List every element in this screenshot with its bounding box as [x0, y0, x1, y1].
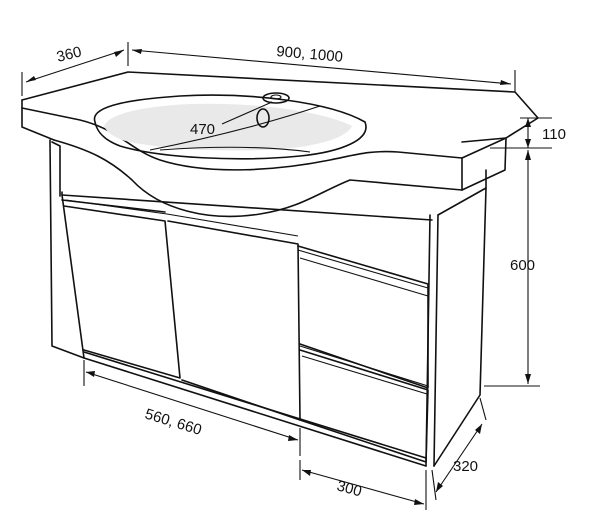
label-width-top: 900, 1000	[276, 43, 344, 66]
label-door-width: 560, 660	[143, 406, 204, 439]
label-cabinet-depth: 320	[453, 458, 478, 475]
dim-cabinet-height-line	[484, 147, 540, 387]
label-basin-height: 110	[542, 126, 566, 143]
label-basin-width: 470	[190, 121, 215, 138]
label-depth-top: 360	[55, 43, 83, 66]
dim-depth-top-line	[21, 42, 129, 96]
upper-drawer	[297, 245, 429, 389]
dim-drawer-width-line	[299, 460, 427, 510]
right-door	[166, 213, 301, 421]
basin-top	[21, 71, 539, 218]
dim-basin-leader	[221, 101, 273, 125]
dim-width-top-line	[131, 49, 516, 92]
cabinet-body	[49, 139, 487, 467]
label-drawer-width: 300	[335, 477, 364, 500]
lower-drawer	[299, 345, 429, 463]
left-door	[63, 199, 181, 379]
dim-cabinet-depth-line	[431, 397, 487, 501]
dim-door-width-line	[83, 360, 301, 456]
label-cabinet-height: 600	[510, 257, 535, 274]
